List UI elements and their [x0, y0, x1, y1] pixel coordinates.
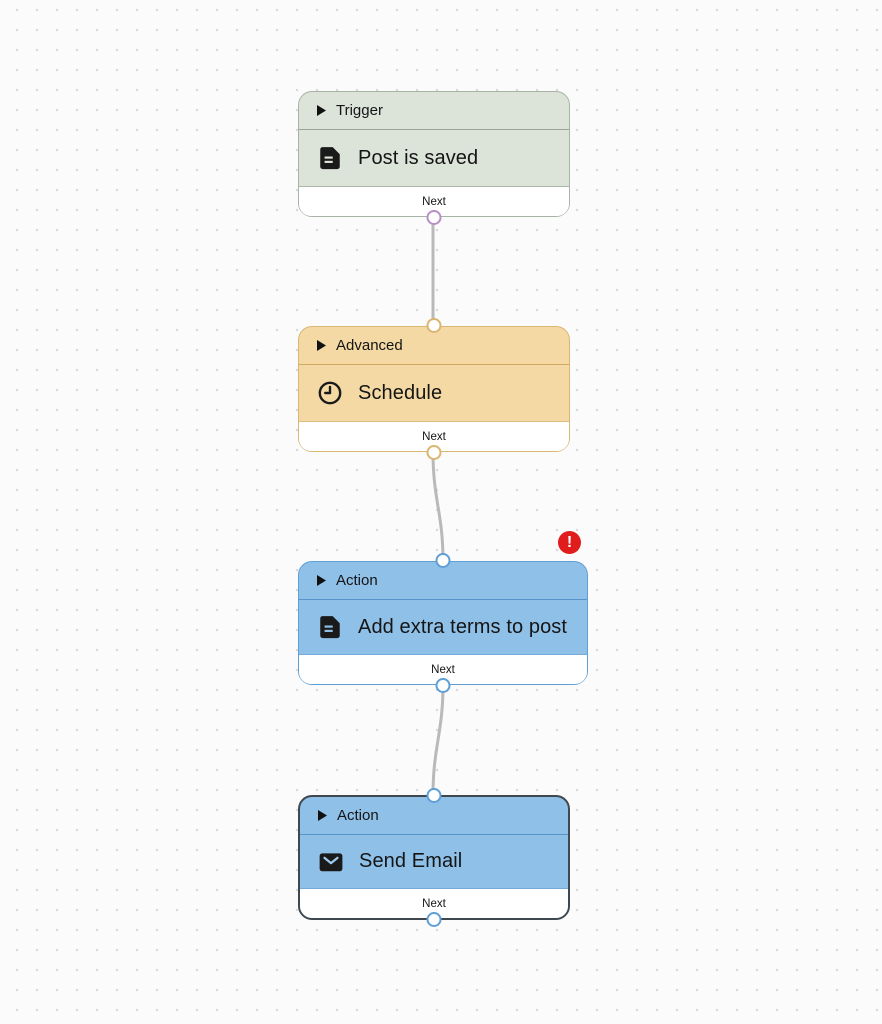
node-category-label: Action	[337, 807, 379, 824]
node-body[interactable]: Add extra terms to post	[299, 600, 587, 654]
node-advanced-schedule[interactable]: Advanced Schedule Next	[298, 318, 570, 460]
next-label: Next	[431, 663, 455, 676]
node-body[interactable]: Send Email	[300, 835, 568, 888]
wire-advanced-to-action1	[431, 450, 445, 563]
next-label: Next	[422, 195, 446, 208]
collapse-caret-icon[interactable]	[318, 810, 327, 821]
node-title: Post is saved	[358, 146, 479, 169]
node-footer: Next	[299, 186, 569, 216]
collapse-caret-icon[interactable]	[317, 105, 326, 116]
input-port[interactable]	[426, 788, 442, 803]
document-icon	[317, 145, 343, 171]
next-label: Next	[422, 897, 446, 910]
node-title: Schedule	[358, 381, 443, 404]
node-category-label: Advanced	[336, 337, 403, 354]
document-icon	[317, 614, 343, 640]
mail-icon	[318, 849, 344, 875]
node-category-label: Action	[336, 572, 378, 589]
node-category-label: Trigger	[336, 102, 383, 119]
input-port[interactable]	[426, 318, 442, 333]
input-port[interactable]	[435, 553, 451, 568]
node-title: Send Email	[359, 850, 463, 872]
error-badge[interactable]: !	[558, 531, 581, 554]
node-trigger[interactable]: Trigger Post is saved Next	[298, 91, 570, 225]
node-header[interactable]: Trigger	[299, 92, 569, 130]
node-title: Add extra terms to post	[358, 615, 568, 638]
node-body[interactable]: Post is saved	[299, 130, 569, 186]
output-port[interactable]	[435, 678, 451, 693]
node-action-send-email[interactable]: Action Send Email Next	[298, 788, 570, 927]
collapse-caret-icon[interactable]	[317, 575, 326, 586]
node-action-add-extra-terms[interactable]: ! Action Add extra terms to post Next	[298, 531, 588, 693]
node-header[interactable]: Advanced	[299, 327, 569, 365]
next-label: Next	[422, 430, 446, 443]
output-port[interactable]	[426, 210, 442, 225]
wire-action1-to-action2	[431, 683, 445, 797]
collapse-caret-icon[interactable]	[317, 340, 326, 351]
output-port[interactable]	[426, 445, 442, 460]
node-header[interactable]: Action	[299, 562, 587, 600]
output-port[interactable]	[426, 912, 442, 927]
node-body[interactable]: Schedule	[299, 365, 569, 421]
clock-icon	[317, 380, 343, 406]
node-header[interactable]: Action	[300, 797, 568, 835]
